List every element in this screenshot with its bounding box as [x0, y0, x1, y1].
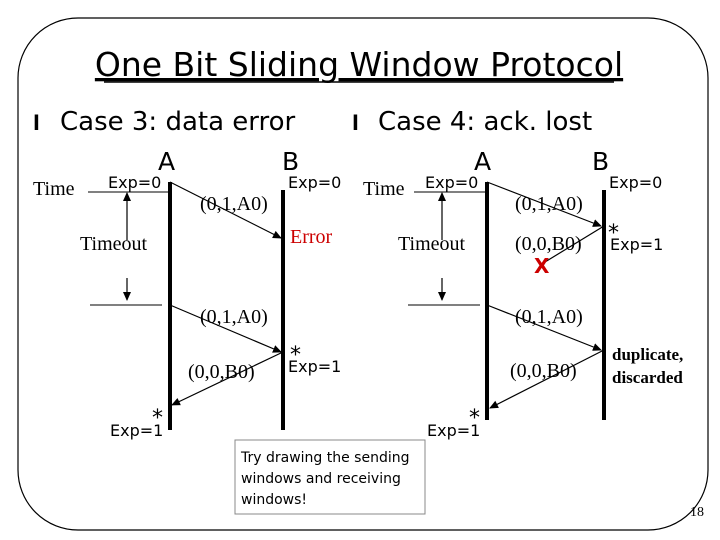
case3-error-label: Error — [290, 226, 333, 248]
case4-heading: Case 4: ack. lost — [378, 107, 592, 137]
note-line2: windows and receiving — [241, 471, 401, 487]
case4-ack1-arrow — [544, 225, 605, 263]
case4-b-exp-after: Exp=1 — [610, 235, 663, 254]
slide-border — [17, 17, 709, 531]
case3-a-exp-after: Exp=1 — [110, 421, 163, 440]
case4-frame1-label: (0,1,A0) — [515, 193, 583, 215]
case4-frame2-arrow — [486, 304, 602, 351]
page-number: 18 — [690, 505, 704, 520]
case4-a-star: * — [469, 406, 480, 431]
case4-frame2-label: (0,1,A0) — [515, 306, 583, 328]
case3-b-exp-after: Exp=1 — [288, 357, 341, 376]
case4-duplicate-line1: duplicate, — [612, 345, 683, 364]
case3-frame2-label: (0,1,A0) — [200, 306, 268, 328]
case4-node-b: B — [592, 147, 609, 176]
case3-a-exp-top: Exp=0 — [108, 173, 161, 192]
case3-ack-arrow — [171, 351, 284, 406]
case3-a-star: * — [152, 406, 163, 431]
case4-ack-frame1-label: (0,0,B0) — [515, 233, 582, 255]
case4-ack2-arrow — [489, 349, 605, 409]
case3-b-star: * — [290, 343, 301, 368]
case3-heading: Case 3: data error — [60, 107, 296, 137]
case3-b-exp-top: Exp=0 — [288, 173, 341, 192]
slide-title: One Bit Sliding Window Protocol — [95, 45, 623, 84]
case3-ack-frame-label: (0,0,B0) — [188, 361, 255, 383]
case4-a-exp-top: Exp=0 — [425, 173, 478, 192]
case4-ack-frame2-label: (0,0,B0) — [510, 360, 577, 382]
note-box — [234, 439, 426, 515]
case4-lost-mark: X — [534, 254, 550, 278]
note-line1: Try drawing the sending — [240, 450, 410, 466]
case3-node-b: B — [282, 147, 299, 176]
case3-time-label: Time — [33, 178, 75, 200]
case3-bullet: l — [33, 111, 40, 135]
case3-frame1-label: (0,1,A0) — [200, 193, 268, 215]
case3-node-a: A — [158, 147, 175, 176]
case4-b-star: * — [608, 221, 619, 246]
case4-timeout-label: Timeout — [398, 233, 466, 255]
case4-duplicate-line2: discarded — [612, 368, 683, 387]
case4-b-exp-top: Exp=0 — [609, 173, 662, 192]
case4-node-a: A — [474, 147, 491, 176]
case3-timeout-label: Timeout — [80, 233, 148, 255]
case3-frame2-arrow — [169, 304, 282, 353]
note-line3: windows! — [241, 492, 307, 508]
case4-a-exp-after: Exp=1 — [427, 421, 480, 440]
case4-frame1-arrow — [486, 181, 602, 227]
case3-frame1-arrow — [169, 181, 282, 239]
case4-time-label: Time — [363, 178, 405, 200]
case4-bullet: l — [352, 111, 359, 135]
